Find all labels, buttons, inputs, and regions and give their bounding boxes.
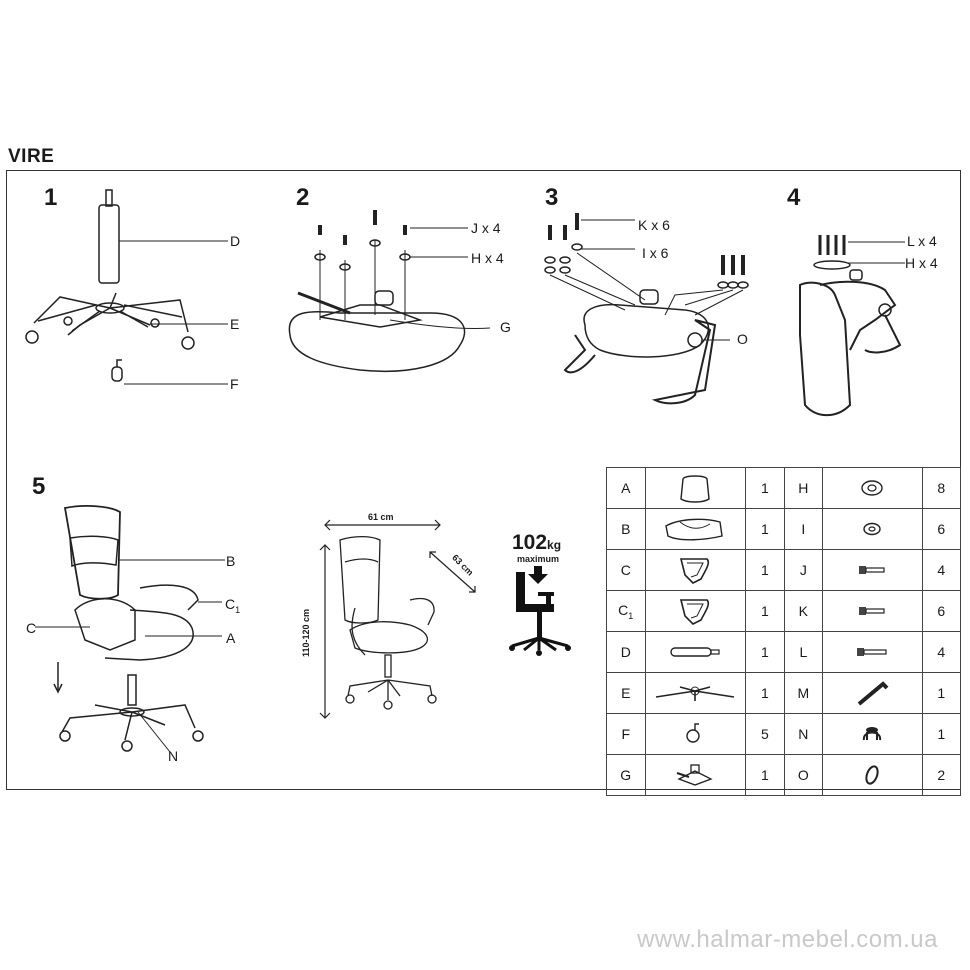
backrest-icon bbox=[644, 508, 747, 550]
armrest-icon bbox=[644, 590, 747, 632]
watermark: www.halmar-mebel.com.ua bbox=[637, 926, 938, 953]
part-letter: H bbox=[783, 467, 824, 509]
allen-key-icon bbox=[822, 672, 923, 714]
part-letter: B bbox=[606, 508, 646, 550]
gas-lift-icon bbox=[644, 631, 747, 673]
label-k: K x 6 bbox=[638, 217, 670, 233]
label-h2: H x 4 bbox=[905, 255, 938, 271]
dimension-diagram bbox=[319, 519, 476, 719]
page-title: VIRE bbox=[8, 146, 55, 167]
part-quantity: 6 bbox=[921, 508, 962, 550]
label-c: C bbox=[26, 620, 37, 636]
star-base-icon bbox=[644, 672, 747, 714]
part-letter: L bbox=[783, 631, 824, 673]
mechanism-icon bbox=[644, 754, 747, 796]
label-g: G bbox=[500, 319, 511, 335]
part-letter: E bbox=[606, 672, 646, 714]
part-quantity: 1 bbox=[745, 672, 785, 714]
part-quantity: 1 bbox=[745, 549, 785, 591]
part-quantity: 5 bbox=[745, 713, 785, 755]
part-letter: O bbox=[783, 754, 824, 796]
part-quantity: 1 bbox=[745, 467, 785, 509]
part-quantity: 1 bbox=[745, 508, 785, 550]
part-letter: J bbox=[783, 549, 824, 591]
step-number-5: 5 bbox=[32, 473, 46, 500]
step1-diagram bbox=[25, 189, 228, 385]
label-f: F bbox=[230, 376, 239, 392]
step5-diagram bbox=[35, 505, 225, 753]
width-dimension: 61 cm bbox=[368, 512, 394, 522]
armrest-icon bbox=[644, 549, 747, 591]
load-number: 102 bbox=[512, 531, 548, 554]
seat-cushion-icon bbox=[644, 467, 747, 509]
step4-diagram bbox=[799, 235, 905, 417]
label-o: O bbox=[737, 331, 748, 347]
part-letter: F bbox=[606, 713, 646, 755]
step-number-4: 4 bbox=[787, 184, 801, 211]
load-unit: kg bbox=[547, 538, 562, 552]
part-quantity: 4 bbox=[921, 549, 962, 591]
bolt-long-icon bbox=[822, 631, 923, 673]
height-dimension: 110-120 cm bbox=[301, 608, 312, 658]
label-d: D bbox=[230, 233, 241, 249]
instruction-frame bbox=[6, 170, 961, 790]
part-letter: C1 bbox=[606, 590, 646, 632]
part-letter: N bbox=[783, 713, 824, 755]
step-number-3: 3 bbox=[545, 184, 559, 211]
part-quantity: 1 bbox=[745, 590, 785, 632]
part-quantity: 1 bbox=[921, 713, 962, 755]
step-number-2: 2 bbox=[296, 184, 310, 211]
label-j: J x 4 bbox=[471, 220, 501, 236]
weight-limit-icon bbox=[509, 566, 571, 656]
label-a: A bbox=[226, 630, 236, 646]
label-c1: C1 bbox=[225, 596, 241, 615]
label-l: L x 4 bbox=[907, 233, 937, 249]
label-b: B bbox=[226, 553, 236, 569]
label-n: N bbox=[168, 748, 179, 764]
bolt-icon bbox=[822, 549, 923, 591]
bolt-icon bbox=[822, 590, 923, 632]
load-value: 102kg bbox=[512, 531, 561, 555]
part-letter: D bbox=[606, 631, 646, 673]
step3-diagram bbox=[544, 213, 749, 405]
label-e: E bbox=[230, 316, 240, 332]
part-quantity: 4 bbox=[921, 631, 962, 673]
part-letter: K bbox=[783, 590, 824, 632]
ring-icon bbox=[822, 754, 923, 796]
part-letter: G bbox=[606, 754, 646, 796]
step-number-1: 1 bbox=[44, 184, 58, 211]
part-quantity: 6 bbox=[921, 590, 962, 632]
part-quantity: 1 bbox=[745, 754, 785, 796]
load-note: maximum bbox=[517, 554, 560, 564]
part-quantity: 2 bbox=[921, 754, 962, 796]
label-i: I x 6 bbox=[642, 245, 669, 261]
part-quantity: 8 bbox=[921, 467, 962, 509]
cover-icon bbox=[822, 713, 923, 755]
part-letter: C bbox=[606, 549, 646, 591]
part-letter: A bbox=[606, 467, 646, 509]
part-quantity: 1 bbox=[921, 672, 962, 714]
part-quantity: 1 bbox=[745, 631, 785, 673]
part-letter: I bbox=[783, 508, 824, 550]
label-h: H x 4 bbox=[471, 250, 504, 266]
caster-icon bbox=[644, 713, 747, 755]
washer-small-icon bbox=[822, 508, 923, 550]
washer-icon bbox=[822, 467, 923, 509]
step2-diagram bbox=[288, 210, 491, 373]
part-letter: M bbox=[783, 672, 824, 714]
